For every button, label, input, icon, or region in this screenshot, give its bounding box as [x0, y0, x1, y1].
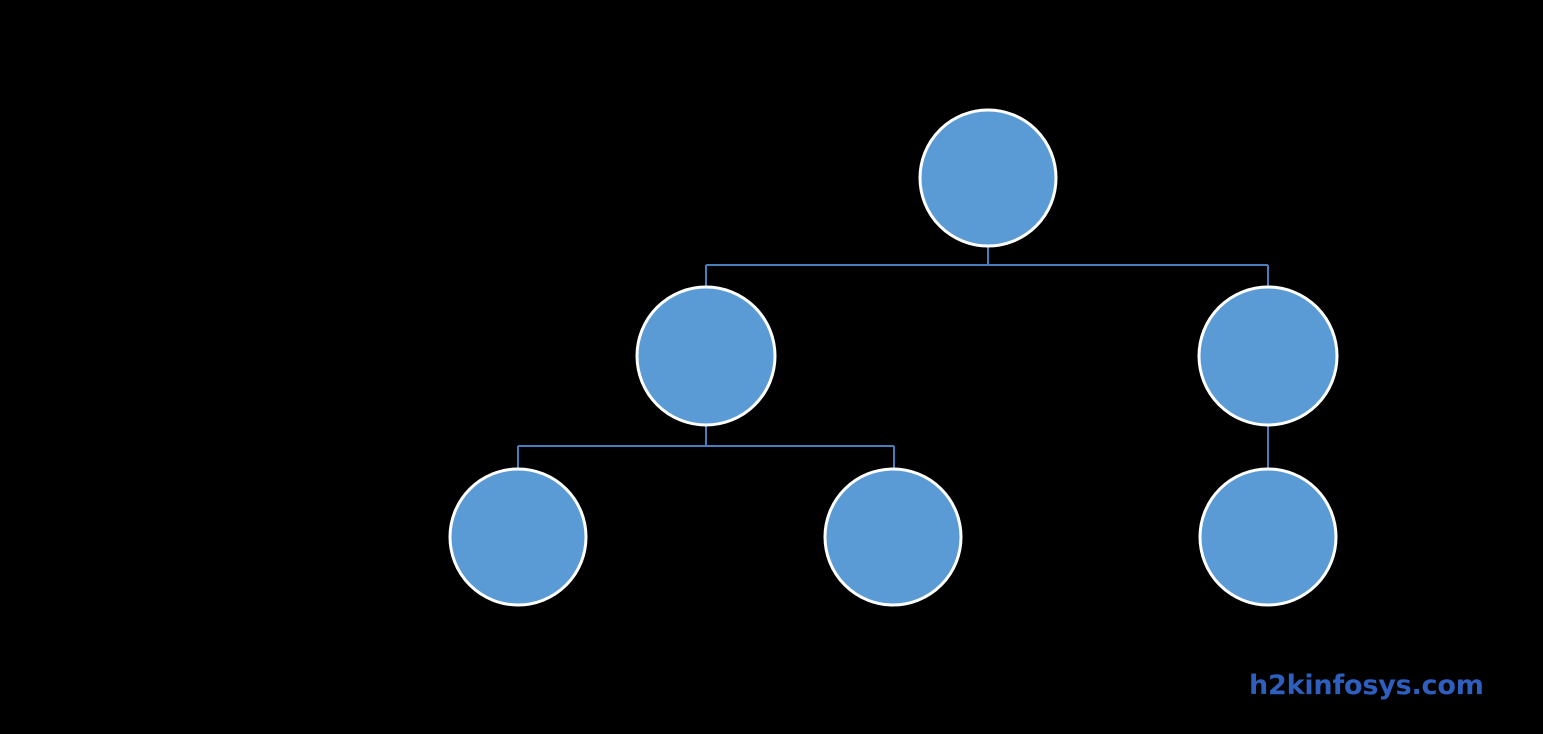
node-circle-leaf-b[interactable] — [823, 467, 963, 607]
tree-node-leaf-b[interactable] — [823, 467, 963, 607]
node-circle-right[interactable] — [1197, 285, 1339, 427]
node-layer — [448, 108, 1339, 607]
node-circle-left[interactable] — [635, 285, 777, 427]
watermark-text: h2kinfosys.com — [1249, 670, 1484, 701]
node-circle-root[interactable] — [918, 108, 1058, 248]
tree-node-right[interactable] — [1197, 285, 1339, 427]
tree-node-root[interactable] — [918, 108, 1058, 248]
edge-layer — [517, 246, 1269, 469]
edge-left-to-leaf-a — [517, 425, 894, 469]
edge-root-to-left — [705, 246, 1268, 287]
tree-node-leaf-c[interactable] — [1198, 467, 1338, 607]
tree-node-left[interactable] — [635, 285, 777, 427]
tree-node-leaf-a[interactable] — [448, 467, 588, 607]
node-circle-leaf-c[interactable] — [1198, 467, 1338, 607]
node-circle-leaf-a[interactable] — [448, 467, 588, 607]
